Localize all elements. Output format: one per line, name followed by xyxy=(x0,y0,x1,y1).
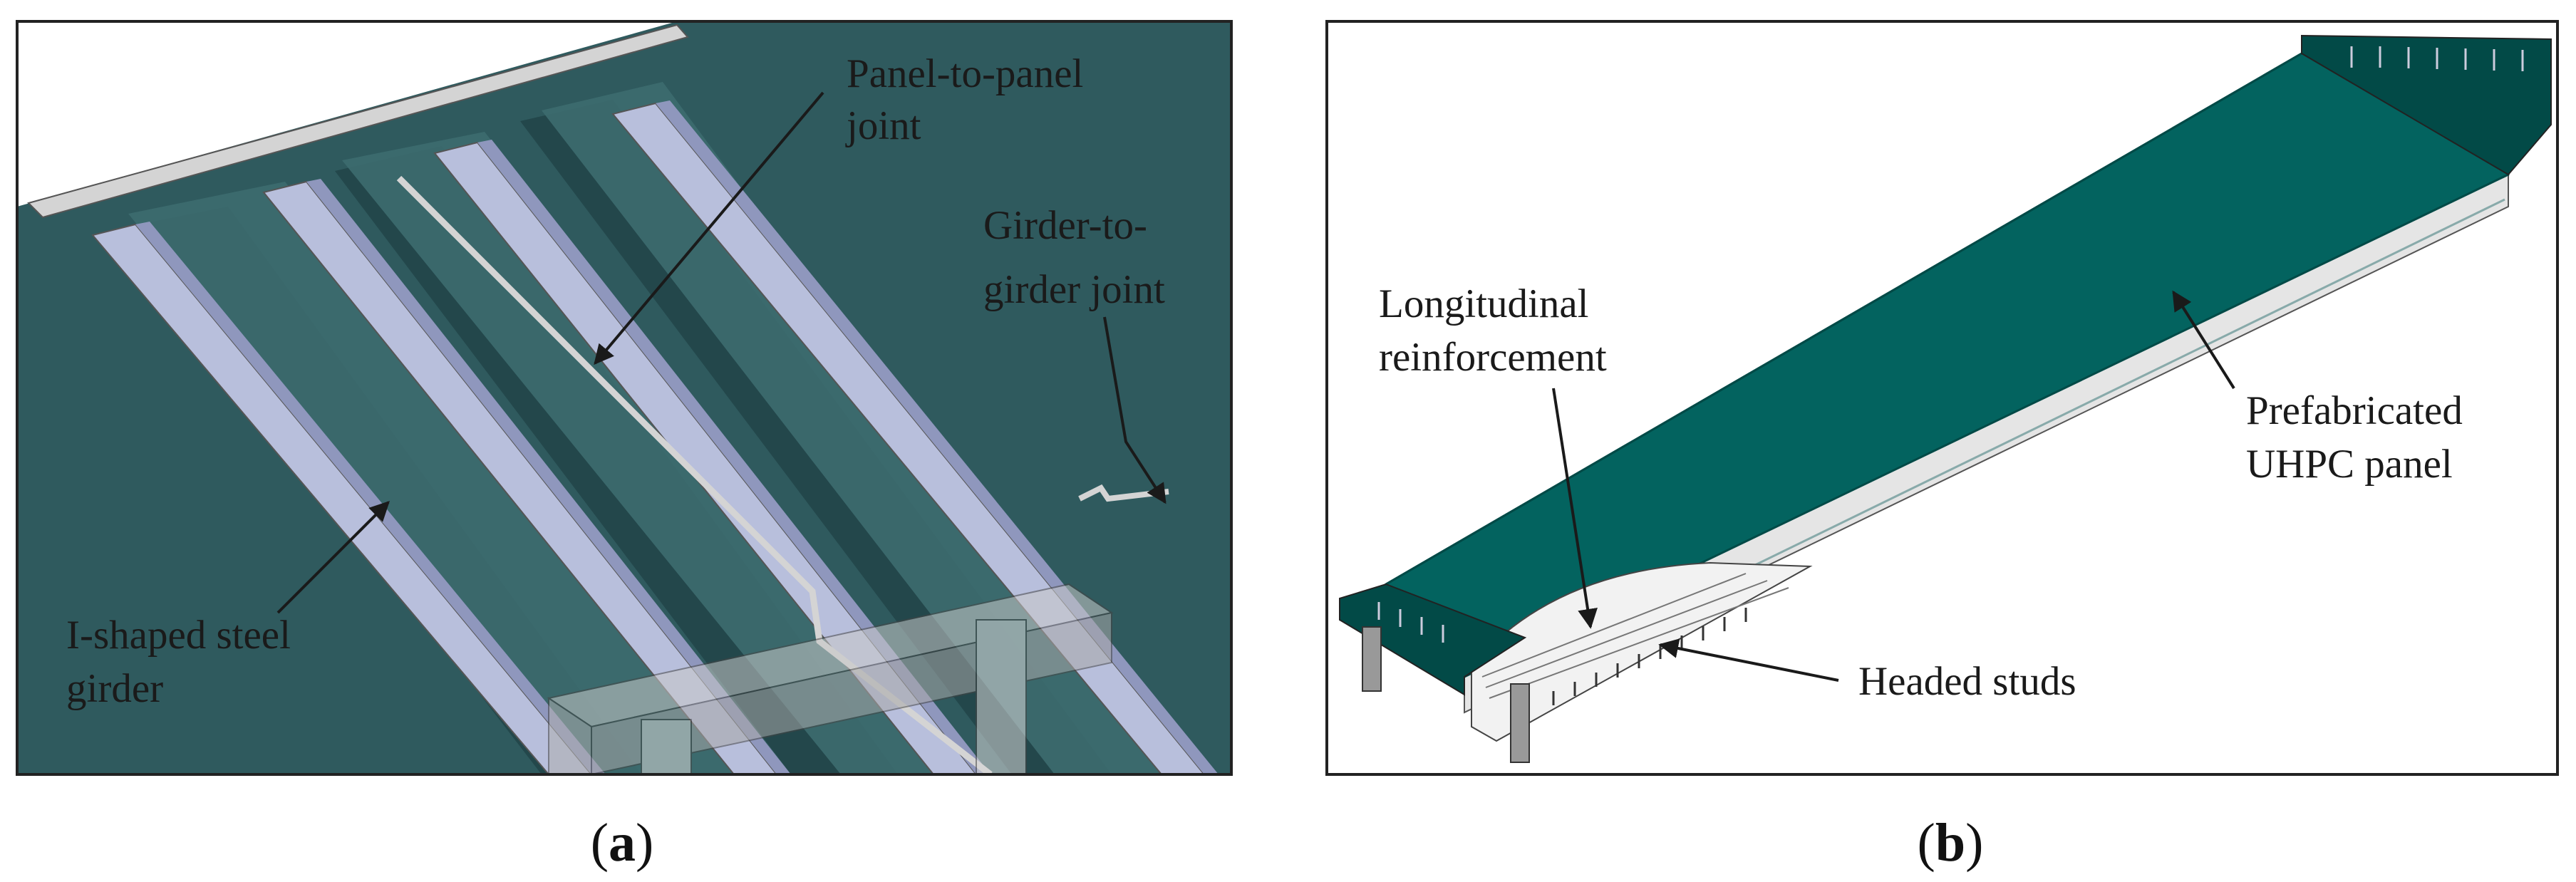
svg-text:Headed studs: Headed studs xyxy=(1858,659,2076,704)
panel-b-illustration xyxy=(1327,21,2557,774)
label-longitudinal-reinforcement: Longitudinal reinforcement xyxy=(1379,281,1607,380)
caption-b: (b) xyxy=(1918,813,1984,873)
panel-a-frame xyxy=(16,20,1233,776)
label-line: Prefabricated xyxy=(2246,388,2463,433)
svg-text:girder: girder xyxy=(66,666,163,711)
svg-text:Panel-to-panel: Panel-to-panel xyxy=(847,51,1083,96)
rebar-lines xyxy=(1481,573,1789,699)
end-plate-far xyxy=(2301,34,2552,176)
svg-text:Longitudinal: Longitudinal xyxy=(1379,281,1588,326)
end-plate-near xyxy=(1339,583,1527,696)
leader-girder-to-girder-joint xyxy=(1103,316,1167,504)
leader-headed-studs xyxy=(1658,638,1839,682)
leader-prefabricated-uhpc-panel xyxy=(2172,290,2235,390)
svg-text:(b): (b) xyxy=(1918,813,1984,873)
label-line: UHPC panel xyxy=(2246,442,2453,487)
caption-open: ( xyxy=(1918,813,1935,873)
label-line: Longitudinal xyxy=(1379,281,1588,326)
headed-studs-row xyxy=(1552,608,1747,705)
panel-b-frame xyxy=(1325,20,2559,776)
caption-a: (a) xyxy=(591,813,654,873)
label-line: Girder-to- xyxy=(983,203,1147,248)
label-line: I-shaped steel xyxy=(66,613,291,658)
svg-text:I-shaped steel: I-shaped steel xyxy=(66,613,291,658)
svg-text:girder joint: girder joint xyxy=(983,267,1165,312)
label-girder-to-girder-joint: Girder-to- girder joint xyxy=(983,203,1165,312)
leader-longitudinal-reinforcement xyxy=(1552,388,1598,629)
label-line: Panel-to-panel xyxy=(847,51,1083,96)
caption-close: ) xyxy=(1965,813,1983,873)
label-line: joint xyxy=(845,103,921,148)
label-line: Headed studs xyxy=(1858,659,2076,704)
svg-text:(a): (a) xyxy=(591,813,654,873)
cross-beam xyxy=(547,583,1114,774)
caption-close: ) xyxy=(636,813,653,873)
label-line: girder xyxy=(66,666,163,711)
panel-joint-strip xyxy=(396,175,993,774)
leader-panel-to-panel-joint xyxy=(594,91,824,365)
caption-letter: b xyxy=(1935,813,1965,873)
label-line: girder joint xyxy=(983,267,1165,312)
slab-top-edge xyxy=(27,24,689,219)
panel-a: Panel-to-panel joint Girder-to- girder j… xyxy=(16,20,1233,873)
girder-joint-step xyxy=(1078,484,1169,502)
caption-letter: a xyxy=(609,813,636,873)
panel-b: Longitudinal reinforcement Prefabricated… xyxy=(1325,20,2559,873)
svg-text:Girder-to-: Girder-to- xyxy=(983,203,1147,248)
label-line: reinforcement xyxy=(1379,335,1607,380)
svg-text:reinforcement: reinforcement xyxy=(1379,335,1607,380)
caption-open: ( xyxy=(591,813,609,873)
label-headed-studs: Headed studs xyxy=(1858,659,2076,704)
label-panel-to-panel-joint: Panel-to-panel joint xyxy=(845,51,1083,148)
svg-text:Prefabricated: Prefabricated xyxy=(2246,388,2463,433)
label-i-shaped-steel-girder: I-shaped steel girder xyxy=(66,613,291,711)
panel-a-illustration xyxy=(17,21,1231,774)
svg-text:UHPC panel: UHPC panel xyxy=(2246,442,2453,487)
label-prefabricated-uhpc-panel: Prefabricated UHPC panel xyxy=(2246,388,2463,487)
svg-text:joint: joint xyxy=(845,103,921,148)
leader-i-shaped-steel-girder xyxy=(276,501,390,614)
